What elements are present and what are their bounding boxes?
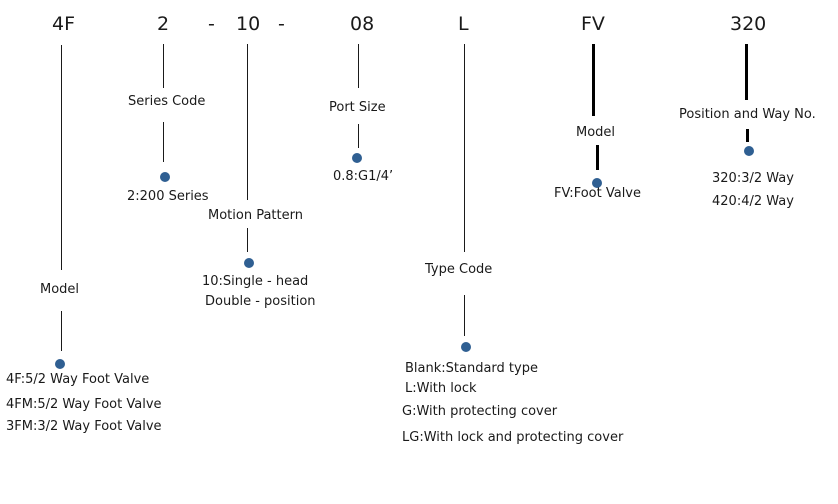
connector-line-position-bottom xyxy=(746,129,749,142)
option-series-0: 2:200 Series xyxy=(127,189,209,204)
dot-series xyxy=(160,172,170,182)
label-type: Type Code xyxy=(425,262,493,277)
connector-line-series-top xyxy=(163,44,164,88)
option-motion-1: Double - position xyxy=(205,294,316,309)
connector-line-type-bottom xyxy=(464,295,465,336)
label-motion: Motion Pattern xyxy=(208,208,303,223)
connector-line-motion-bottom xyxy=(247,228,248,252)
dot-type xyxy=(461,342,471,352)
option-type-3: LG:With lock and protecting cover xyxy=(402,430,624,445)
label-series: Series Code xyxy=(128,94,206,109)
separator-2: - xyxy=(278,13,285,35)
dot-position xyxy=(744,146,754,156)
connector-line-model-top xyxy=(61,45,62,270)
option-type-2: G:With protecting cover xyxy=(402,404,558,419)
option-port-0: 0.8:G1/4’ xyxy=(333,169,394,184)
connector-line-position-top xyxy=(745,44,748,100)
label-port: Port Size xyxy=(329,100,386,115)
option-type-1: L:With lock xyxy=(405,381,477,396)
dot-fv xyxy=(592,178,602,188)
label-position: Position and Way No. xyxy=(679,107,816,122)
option-position-0: 320:3/2 Way xyxy=(712,171,794,186)
dot-motion xyxy=(244,258,254,268)
option-model-1: 4FM:5/2 Way Foot Valve xyxy=(6,397,162,412)
code-model: 4F xyxy=(52,13,76,35)
option-type-0: Blank:Standard type xyxy=(405,361,538,376)
code-port: 08 xyxy=(350,13,375,35)
connector-line-type-top xyxy=(464,44,465,252)
connector-line-model-bottom xyxy=(61,311,62,351)
option-fv-0: FV:Foot Valve xyxy=(554,186,641,201)
code-fv: FV xyxy=(581,13,605,35)
option-model-2: 3FM:3/2 Way Foot Valve xyxy=(6,419,162,434)
connector-line-fv-bottom xyxy=(596,145,599,170)
label-fv-model: Model xyxy=(576,125,616,140)
connector-line-motion-top xyxy=(247,44,248,200)
option-model-0: 4F:5/2 Way Foot Valve xyxy=(6,372,150,387)
dot-model xyxy=(55,359,65,369)
label-model: Model xyxy=(40,282,80,297)
connector-line-port-top xyxy=(358,44,359,88)
separator-1: - xyxy=(208,13,215,35)
connector-line-port-bottom xyxy=(358,124,359,148)
connector-line-fv-top xyxy=(592,44,595,116)
option-motion-0: 10:Single - head xyxy=(202,274,309,289)
code-position: 320 xyxy=(730,13,767,35)
code-motion: 10 xyxy=(236,13,261,35)
code-series: 2 xyxy=(157,13,170,35)
code-type: L xyxy=(458,13,469,35)
dot-port xyxy=(352,153,362,163)
option-position-1: 420:4/2 Way xyxy=(712,194,794,209)
connector-line-series-bottom xyxy=(163,122,164,162)
